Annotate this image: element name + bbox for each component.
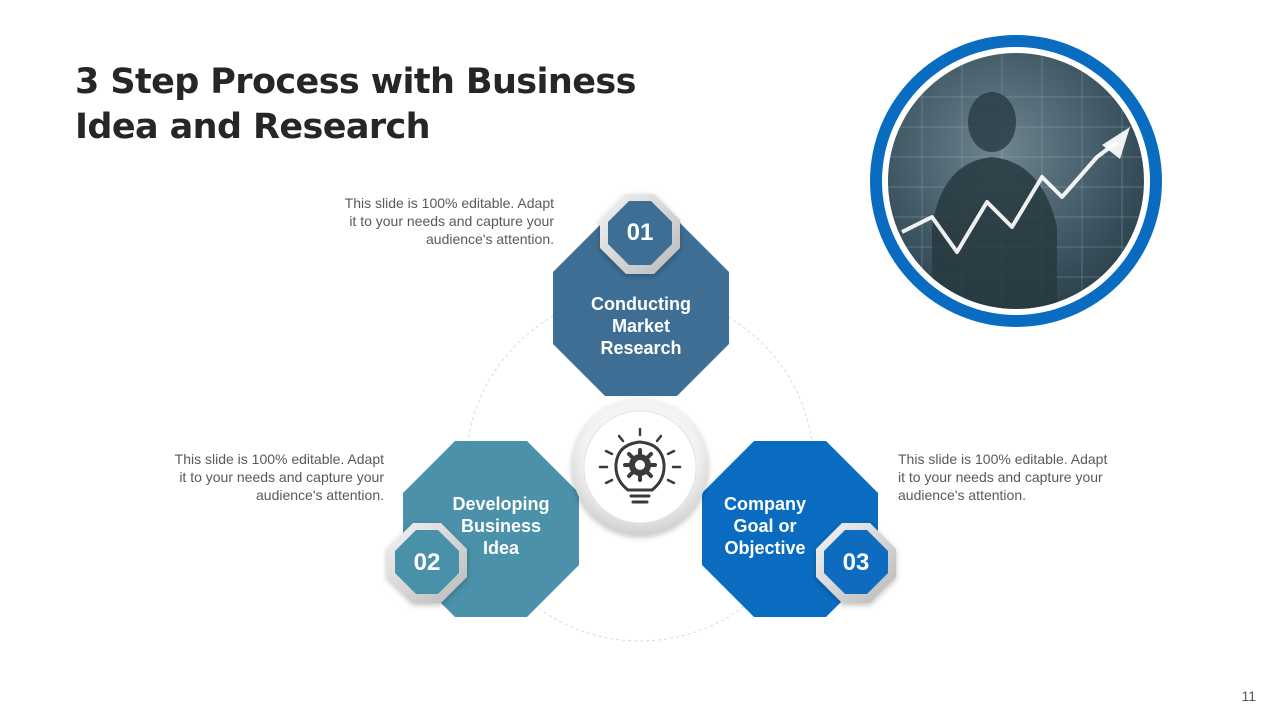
step-2-label-line: Business <box>436 515 566 537</box>
description-line: it to your needs and capture your <box>898 468 1130 486</box>
step-3-label: Company Goal or Objective <box>700 493 830 559</box>
step-1-description: This slide is 100% editable. Adapt it to… <box>322 194 554 248</box>
description-line: it to your needs and capture your <box>322 212 554 230</box>
step-2-label-line: Idea <box>436 537 566 559</box>
step-3-label-line: Company <box>700 493 830 515</box>
step-1-label: Conducting Market Research <box>576 293 706 359</box>
page-number: 11 <box>1241 688 1256 704</box>
step-2-label: Developing Business Idea <box>436 493 566 559</box>
description-line: This slide is 100% editable. Adapt <box>152 450 384 468</box>
description-line: it to your needs and capture your <box>152 468 384 486</box>
description-line: This slide is 100% editable. Adapt <box>322 194 554 212</box>
step-3-number: 03 <box>826 549 886 577</box>
description-line: audience's attention. <box>152 486 384 504</box>
description-line: This slide is 100% editable. Adapt <box>898 450 1130 468</box>
description-line: audience's attention. <box>322 230 554 248</box>
step-3-label-line: Objective <box>700 537 830 559</box>
step-2-description: This slide is 100% editable. Adapt it to… <box>152 450 384 504</box>
step-3-description: This slide is 100% editable. Adapt it to… <box>898 450 1130 504</box>
step-1-label-line: Conducting <box>576 293 706 315</box>
step-1-label-line: Market <box>576 315 706 337</box>
step-2-label-line: Developing <box>436 493 566 515</box>
step-1-label-line: Research <box>576 337 706 359</box>
description-line: audience's attention. <box>898 486 1130 504</box>
step-3-label-line: Goal or <box>700 515 830 537</box>
step-1-number: 01 <box>610 219 670 247</box>
